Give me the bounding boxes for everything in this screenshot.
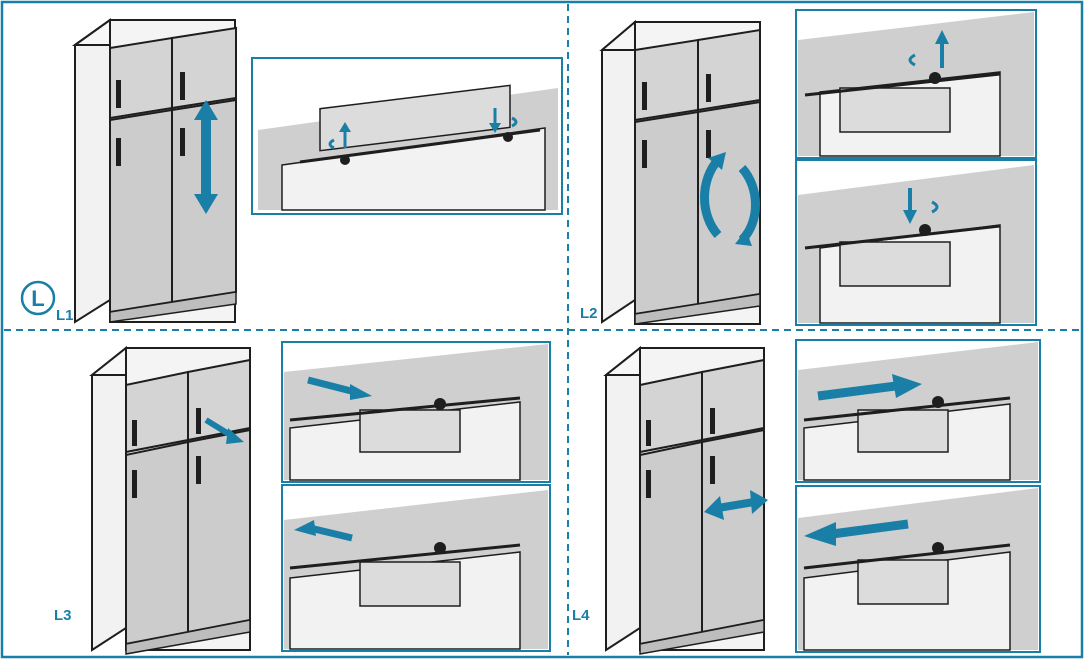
panel-l3: L3 [54, 341, 551, 655]
diagonal-arrow-icon [204, 417, 244, 444]
hinge-detail-view-bottom [795, 485, 1041, 653]
l-badge: L [20, 280, 56, 316]
hinge-detail-view [251, 57, 563, 215]
horizontal-double-arrow-icon [704, 490, 768, 520]
panel-l2: L2 [580, 9, 1037, 326]
panel-l1: L L1 [20, 18, 563, 324]
vertical-double-arrow-icon [194, 100, 218, 214]
l-badge-letter: L [31, 286, 44, 311]
step-label-l4: L4 [572, 607, 590, 624]
step-label-l2: L2 [580, 305, 598, 322]
hinge-detail-view-bottom [795, 159, 1037, 326]
step-label-l3: L3 [54, 607, 72, 624]
fridge-illustration [71, 18, 237, 324]
hinge-detail-view-top [795, 339, 1041, 483]
hinge-detail-view-top [795, 9, 1037, 159]
panel-l4: L4 [572, 339, 1041, 655]
hinge-detail-view-bottom [281, 484, 551, 652]
fridge-illustration [603, 345, 765, 655]
fridge-illustration [89, 345, 251, 655]
fridge-illustration [599, 19, 761, 325]
hinge-detail-view-top [281, 341, 551, 483]
step-label-l1: L1 [56, 307, 74, 324]
